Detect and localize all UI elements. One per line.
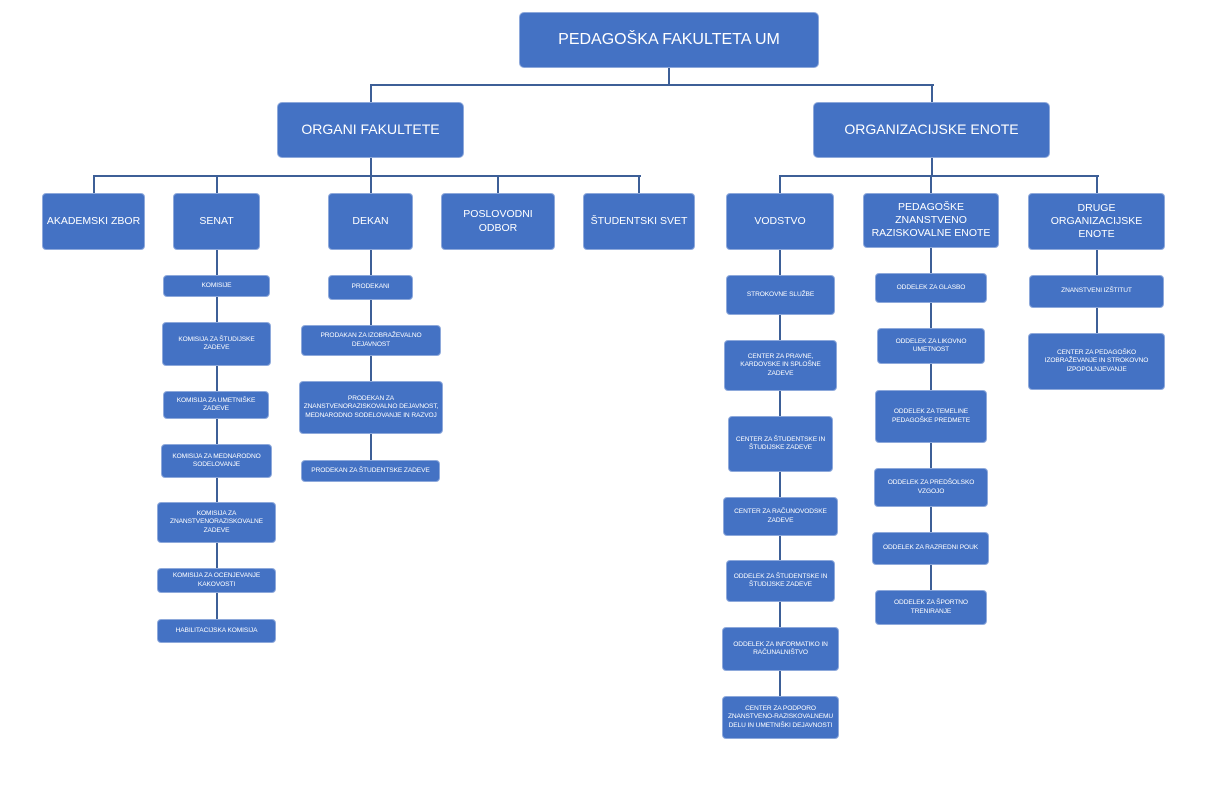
node-label: PRODEKANI [351, 283, 390, 291]
node-prod-izob: PRODAKAN ZA IZOBRAŽEVALNO DEJAVNOST [301, 325, 441, 356]
node-c-studentske: CENTER ZA ŠTUDENTSKE IN ŠTUDIJSKE ZADEVE [728, 416, 833, 472]
node-label: DEKAN [352, 214, 389, 227]
node-senat: SENAT [173, 193, 260, 250]
node-c-racunovodske: CENTER ZA RAČUNOVODSKE ZADEVE [723, 497, 838, 536]
node-vodstvo: VODSTVO [726, 193, 834, 250]
node-label: AKADEMSKI ZBOR [46, 214, 141, 227]
connector-studentski-drop [638, 175, 640, 193]
node-label: CENTER ZA PODPORO ZNANSTVENO-RAZISKOVALN… [727, 705, 834, 729]
node-o-glasbo: ODDELEK ZA GLASBO [875, 273, 987, 303]
node-akademski: AKADEMSKI ZBOR [42, 193, 145, 250]
node-kom-umetniske: KOMISIJA ZA UMETNIŠKE ZADEVE [163, 391, 269, 419]
connector-poslovodni-drop [497, 175, 499, 193]
node-kom-znanstveno: KOMISIJA ZA ZNANSTVENORAZISKOVALNE ZADEV… [157, 502, 276, 543]
node-label: HABILITACIJSKA KOMISIJA [175, 626, 258, 634]
node-o-predsolsko: ODDELEK ZA PREDŠOLSKO VZGOJO [874, 468, 988, 507]
node-kom-mednarodno: KOMISIJA ZA MEDNARODNO SODELOVANJE [161, 444, 272, 478]
node-label: STROKOVNE SLUŽBE [746, 290, 815, 298]
node-kom-studijske: KOMISIJA ZA ŠTUDIJSKE ZADEVE [162, 322, 271, 366]
node-label: ODDELEK ZA TEMELINE PEDAGOŠKE PREDMETE [891, 408, 971, 424]
node-prodekani: PRODEKANI [328, 275, 413, 300]
node-o-studentske: ODDELEK ZA ŠTUDENTSKE IN ŠTUDIJSKE ZADEV… [726, 560, 835, 602]
node-organi: ORGANI FAKULTETE [277, 102, 464, 158]
node-o-likovno: ODDELEK ZA LIKOVNO UMETNOST [877, 328, 985, 364]
node-o-temelji: ODDELEK ZA TEMELINE PEDAGOŠKE PREDMETE [875, 390, 987, 443]
connector-organi-drop [370, 84, 372, 102]
connector-root-stem [668, 68, 670, 85]
node-label: KOMISIJA ZA ŠTUDIJSKE ZADEVE [178, 335, 255, 351]
node-prod-znan: PRODEKAN ZA ZNANSTVENORAZISKOVALNO DEJAV… [299, 381, 443, 434]
connector-enote-bus [780, 175, 1099, 177]
node-label: PRODEKAN ZA ŠTUDENTSKE ZADEVE [311, 466, 430, 474]
node-label: ODDELEK ZA INFORMATIKO IN RAČUNALNIŠTVO [733, 640, 828, 656]
node-label: KOMISIJA ZA UMETNIŠKE ZADEVE [176, 396, 256, 412]
node-c-podporo: CENTER ZA PODPORO ZNANSTVENO-RAZISKOVALN… [722, 696, 839, 739]
node-label: CENTER ZA PRAVNE, KARDOVSKE IN SPLOŠNE Z… [740, 353, 821, 377]
node-label: DRUGE ORGANIZACIJSKE ENOTE [1050, 201, 1143, 241]
node-label: ODDELEK ZA GLASBO [896, 283, 966, 291]
connector-senat-spine [216, 250, 218, 619]
node-o-sportno: ODDELEK ZA ŠPORTNO TRENIRANJE [875, 590, 987, 625]
connector-druge-drop [1096, 175, 1098, 193]
node-pedagoske: PEDAGOŠKE ZNANSTVENO RAZISKOVALNE ENOTE [863, 193, 999, 248]
node-label: ZNANSTVENI IZŠTITUT [1061, 287, 1132, 295]
connector-vodstvo-drop [779, 175, 781, 193]
connector-root-bus [371, 84, 934, 86]
connector-enote-drop [931, 84, 933, 102]
node-label: CENTER ZA ŠTUDENTSKE IN ŠTUDIJSKE ZADEVE [735, 435, 826, 451]
node-poslovodni: POSLOVODNI ODBOR [441, 193, 555, 250]
connector-dekan-drop [370, 175, 372, 193]
connector-enote-stem [931, 158, 933, 175]
node-label: ODDELEK ZA RAZREDNI POUK [882, 544, 979, 552]
node-enote: ORGANIZACIJSKE ENOTE [813, 102, 1050, 158]
node-label: ORGANI FAKULTETE [301, 121, 440, 138]
node-label: KOMISIJA ZA MEDNARODNO SODELOVANJE [172, 452, 261, 468]
node-label: KOMISIJA ZA OCENJEVANJE KAKOVOSTI [172, 572, 261, 588]
node-prod-stud: PRODEKAN ZA ŠTUDENTSKE ZADEVE [301, 460, 440, 482]
node-label: POSLOVODNI ODBOR [463, 208, 533, 234]
node-label: VODSTVO [754, 214, 806, 227]
node-kom-habil: HABILITACIJSKA KOMISIJA [157, 619, 276, 643]
node-dekan: DEKAN [328, 193, 413, 250]
connector-akademski-drop [93, 175, 95, 193]
node-label: KOMISIJA ZA ZNANSTVENORAZISKOVALNE ZADEV… [170, 510, 263, 534]
node-c-pedagosko: CENTER ZA PEDAGOŠKO IZOBRAŽEVANJE IN STR… [1028, 333, 1165, 390]
connector-organi-stem [370, 158, 372, 175]
node-komisije: KOMISIJE [163, 275, 270, 297]
node-kom-kakovost: KOMISIJA ZA OCENJEVANJE KAKOVOSTI [157, 568, 276, 593]
node-label: ORGANIZACIJSKE ENOTE [844, 121, 1019, 138]
connector-vodstvo-spine [779, 250, 781, 696]
node-label: ŠTUDENTSKI SVET [590, 214, 688, 227]
node-label: ODDELEK ZA ŠPORTNO TRENIRANJE [894, 599, 968, 615]
connector-senat-drop [216, 175, 218, 193]
node-label: SENAT [199, 214, 234, 227]
node-label: PEDAGOŠKE ZNANSTVENO RAZISKOVALNE ENOTE [871, 200, 991, 240]
node-strokovne: STROKOVNE SLUŽBE [726, 275, 835, 315]
node-druge: DRUGE ORGANIZACIJSKE ENOTE [1028, 193, 1165, 250]
node-studentski: ŠTUDENTSKI SVET [583, 193, 695, 250]
node-label: PRODEKAN ZA ZNANSTVENORAZISKOVALNO DEJAV… [303, 395, 439, 419]
node-label: PRODAKAN ZA IZOBRAŽEVALNO DEJAVNOST [320, 332, 422, 348]
node-label: ODDELEK ZA ŠTUDENTSKE IN ŠTUDIJSKE ZADEV… [733, 572, 828, 588]
node-root: PEDAGOŠKA FAKULTETA UM [519, 12, 819, 68]
node-label: CENTER ZA PEDAGOŠKO IZOBRAŽEVANJE IN STR… [1044, 349, 1149, 373]
node-label: KOMISIJE [201, 281, 232, 289]
node-label: CENTER ZA RAČUNOVODSKE ZADEVE [734, 508, 827, 524]
node-znan-institut: ZNANSTVENI IZŠTITUT [1029, 275, 1164, 308]
connector-organi-bus [94, 175, 641, 177]
node-o-informatiko: ODDELEK ZA INFORMATIKO IN RAČUNALNIŠTVO [722, 627, 839, 671]
node-o-razredni: ODDELEK ZA RAZREDNI POUK [872, 532, 989, 565]
node-label: ODDELEK ZA PREDŠOLSKO VZGOJO [887, 479, 975, 495]
node-c-pravne: CENTER ZA PRAVNE, KARDOVSKE IN SPLOŠNE Z… [724, 340, 837, 391]
node-label: PEDAGOŠKA FAKULTETA UM [558, 31, 780, 48]
node-label: ODDELEK ZA LIKOVNO UMETNOST [895, 337, 967, 353]
connector-pedagoske-drop [930, 175, 932, 193]
